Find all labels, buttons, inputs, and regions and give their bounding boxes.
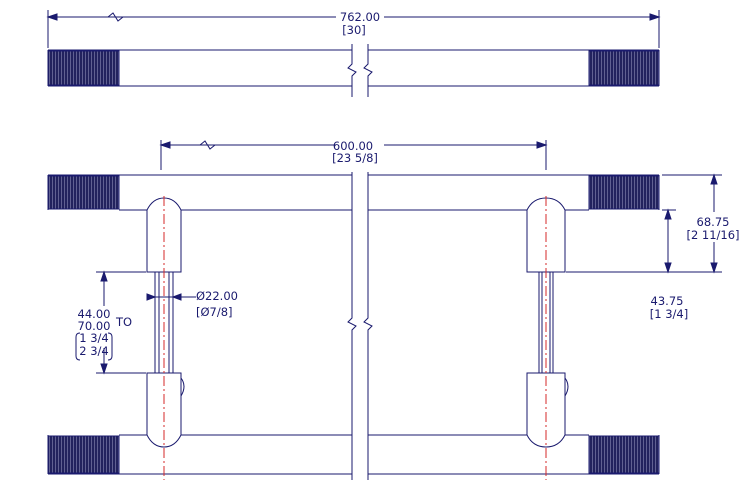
standoff-post-dimension xyxy=(662,208,676,274)
clearance-to-word: TO xyxy=(115,315,132,329)
overall-length-inch: [30] xyxy=(342,23,366,37)
clearance-dimension xyxy=(96,270,146,375)
standoff-post-inch: [1 3/4] xyxy=(650,307,688,321)
post-diameter-dimension xyxy=(146,293,196,301)
right-post xyxy=(526,197,569,448)
top-view: 762.00 [30] xyxy=(46,10,661,97)
front-view: 600.00 [23 5/8] xyxy=(47,139,740,480)
standoff-post-mm: 43.75 xyxy=(651,294,684,308)
top-break-lines xyxy=(347,44,373,97)
overall-length-mm: 762.00 xyxy=(340,10,380,24)
top-knurl-right xyxy=(588,50,660,86)
upper-knurl-right xyxy=(588,175,660,210)
top-bar xyxy=(47,49,660,87)
front-break-lines xyxy=(347,172,373,480)
lower-knurl-left xyxy=(47,435,120,474)
clearance-inch-max: 2 3/4 xyxy=(79,344,108,358)
center-to-center-inch: [23 5/8] xyxy=(332,151,378,165)
lower-bar xyxy=(47,434,660,475)
clearance-mm-max: 70.00 xyxy=(78,319,111,333)
post-diameter-mm: Ø22.00 xyxy=(196,289,238,303)
center-to-center-dimension xyxy=(159,140,548,170)
standoff-total-dimension xyxy=(566,173,722,274)
clearance-mm-min: 44.00 xyxy=(78,307,111,321)
clearance-inch-min: 1 3/4 xyxy=(79,331,108,345)
centerlines xyxy=(163,196,547,480)
upper-bar xyxy=(47,174,660,211)
overall-length-dimension xyxy=(46,10,661,48)
post-diameter-inch: [Ø7/8] xyxy=(196,305,233,319)
lower-knurl-right xyxy=(588,435,660,474)
clearance-brackets xyxy=(75,332,113,361)
top-knurl-left xyxy=(47,50,120,86)
center-to-center-mm: 600.00 xyxy=(333,139,373,153)
left-post xyxy=(146,197,185,448)
standoff-total-inch: [2 11/16] xyxy=(686,228,739,242)
upper-knurl-left xyxy=(47,175,120,210)
standoff-total-mm: 68.75 xyxy=(697,215,730,229)
